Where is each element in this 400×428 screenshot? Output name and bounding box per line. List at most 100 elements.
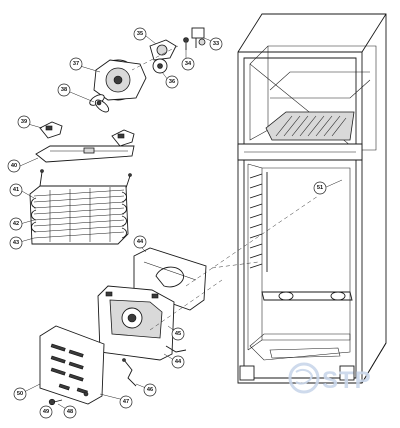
callout-49-label: 49: [43, 409, 49, 415]
fridge-floor-tray: [269, 347, 341, 359]
callout-49: 49: [39, 405, 53, 419]
housing-wire: [165, 345, 187, 353]
callout-41: 41: [9, 183, 23, 197]
guide-compressor: [149, 279, 223, 331]
fridge-floor: [249, 333, 351, 361]
crisper-cover: [261, 291, 353, 301]
callout-48: 48: [63, 405, 77, 419]
compressor-housing: [97, 285, 187, 361]
thermostat-housing: [149, 39, 177, 61]
callout-36: 36: [165, 75, 179, 89]
guide-rear-panel: [211, 261, 259, 269]
fridge-liner-top-left: [247, 163, 263, 169]
cover-screw: [48, 398, 63, 406]
clip-right-detail: [117, 133, 125, 139]
condenser-coil: [29, 169, 132, 245]
watermark-swirl-icon: [295, 368, 314, 385]
fridge-liner-bottom-left: [247, 339, 263, 351]
control-cover: [39, 325, 137, 406]
callout-50: 50: [13, 387, 27, 401]
callout-45: 45: [171, 327, 185, 341]
callout-48-label: 48: [67, 409, 73, 415]
guide-to-cabinet: [185, 195, 319, 287]
freezer-shelf-line: [269, 71, 370, 91]
callout-42-label: 42: [13, 221, 19, 227]
condenser-outlet-end: [128, 173, 132, 177]
callout-41-label: 41: [13, 187, 19, 193]
condenser-tubes: [31, 191, 127, 239]
refrigerator-cabinet: [237, 13, 387, 384]
cabinet-front-flange: [243, 57, 357, 379]
callout-33-label: 33: [213, 41, 219, 47]
callout-37-label: 37: [73, 61, 79, 67]
callout-38-label: 38: [61, 87, 67, 93]
callout-47-label: 47: [123, 399, 129, 405]
freezer-evaporator-plate: [265, 111, 355, 141]
condenser-frame: [29, 185, 129, 245]
watermark-text: STP: [322, 367, 372, 394]
housing-mount-left: [105, 291, 113, 297]
condenser-vertical-wires: [49, 187, 111, 242]
callout-33: 33: [209, 37, 223, 51]
callout-35-label: 35: [137, 31, 143, 37]
fridge-shelf-rails: [249, 173, 263, 269]
clip-left-detail: [45, 125, 53, 131]
condenser-inlet-pipe: [39, 171, 43, 187]
ground-wire-end: [122, 358, 126, 362]
sensor-bracket: [191, 27, 206, 48]
watermark-logo-icon: [288, 362, 320, 394]
fan-blade: [89, 94, 110, 113]
callout-50-label: 50: [17, 391, 23, 397]
fan-axis-line: [131, 45, 179, 71]
callout-51-label: 51: [317, 185, 323, 191]
callout-36-label: 36: [169, 79, 175, 85]
callout-40: 40: [7, 159, 21, 173]
rear-cover-emboss: [155, 266, 184, 288]
callout-43: 43: [9, 236, 23, 250]
callout-44-upper: 44: [133, 235, 147, 249]
callout-44-lower: 44: [171, 355, 185, 369]
callout-38: 38: [57, 83, 71, 97]
callout-44-lower-label: 44: [175, 359, 182, 365]
housing-mount-right: [151, 293, 159, 299]
cabinet-outer-shell: [237, 13, 387, 384]
callout-42: 42: [9, 217, 23, 231]
fan-hub-front: [113, 75, 123, 85]
assembly-guide-lines: [149, 195, 319, 331]
callout-40-label: 40: [11, 163, 17, 169]
condenser-outlet-pipe: [125, 175, 131, 189]
cabinet-foot-right: [339, 365, 355, 381]
condenser-fins: [33, 189, 125, 239]
clip-parts: [39, 121, 135, 147]
evaporator-cover-strip: [35, 145, 135, 163]
callout-43-label: 43: [13, 240, 19, 246]
freezer-evaporator-fins: [275, 115, 347, 137]
callout-44-upper-label: 44: [137, 239, 144, 245]
fan-assembly: [89, 27, 206, 113]
callout-46-label: 46: [147, 387, 153, 393]
crisper-handle-right: [330, 291, 346, 301]
callout-34-label: 34: [185, 61, 192, 67]
rear-cover-crease: [143, 261, 197, 281]
callout-45-label: 45: [175, 331, 181, 337]
cover-strip-tab: [83, 147, 95, 154]
cabinet-base-side: [361, 342, 387, 384]
cabinet-foot-left: [239, 365, 255, 381]
callout-34: 34: [181, 57, 195, 71]
callout-47: 47: [119, 395, 133, 409]
ground-wire: [123, 359, 137, 387]
condenser-inlet-end: [40, 169, 44, 173]
callout-39-label: 39: [21, 119, 27, 125]
freezer-shelf-front: [270, 79, 371, 99]
cover-strip-body: [35, 145, 135, 163]
thermostat-knob: [152, 58, 168, 74]
compressor-terminal: [127, 313, 137, 323]
control-cover-hole: [83, 391, 89, 397]
callout-37: 37: [69, 57, 83, 71]
control-cover-vents: [50, 343, 88, 395]
callout-46: 46: [143, 383, 157, 397]
crisper-handle-left: [278, 291, 294, 301]
callout-35: 35: [133, 27, 147, 41]
